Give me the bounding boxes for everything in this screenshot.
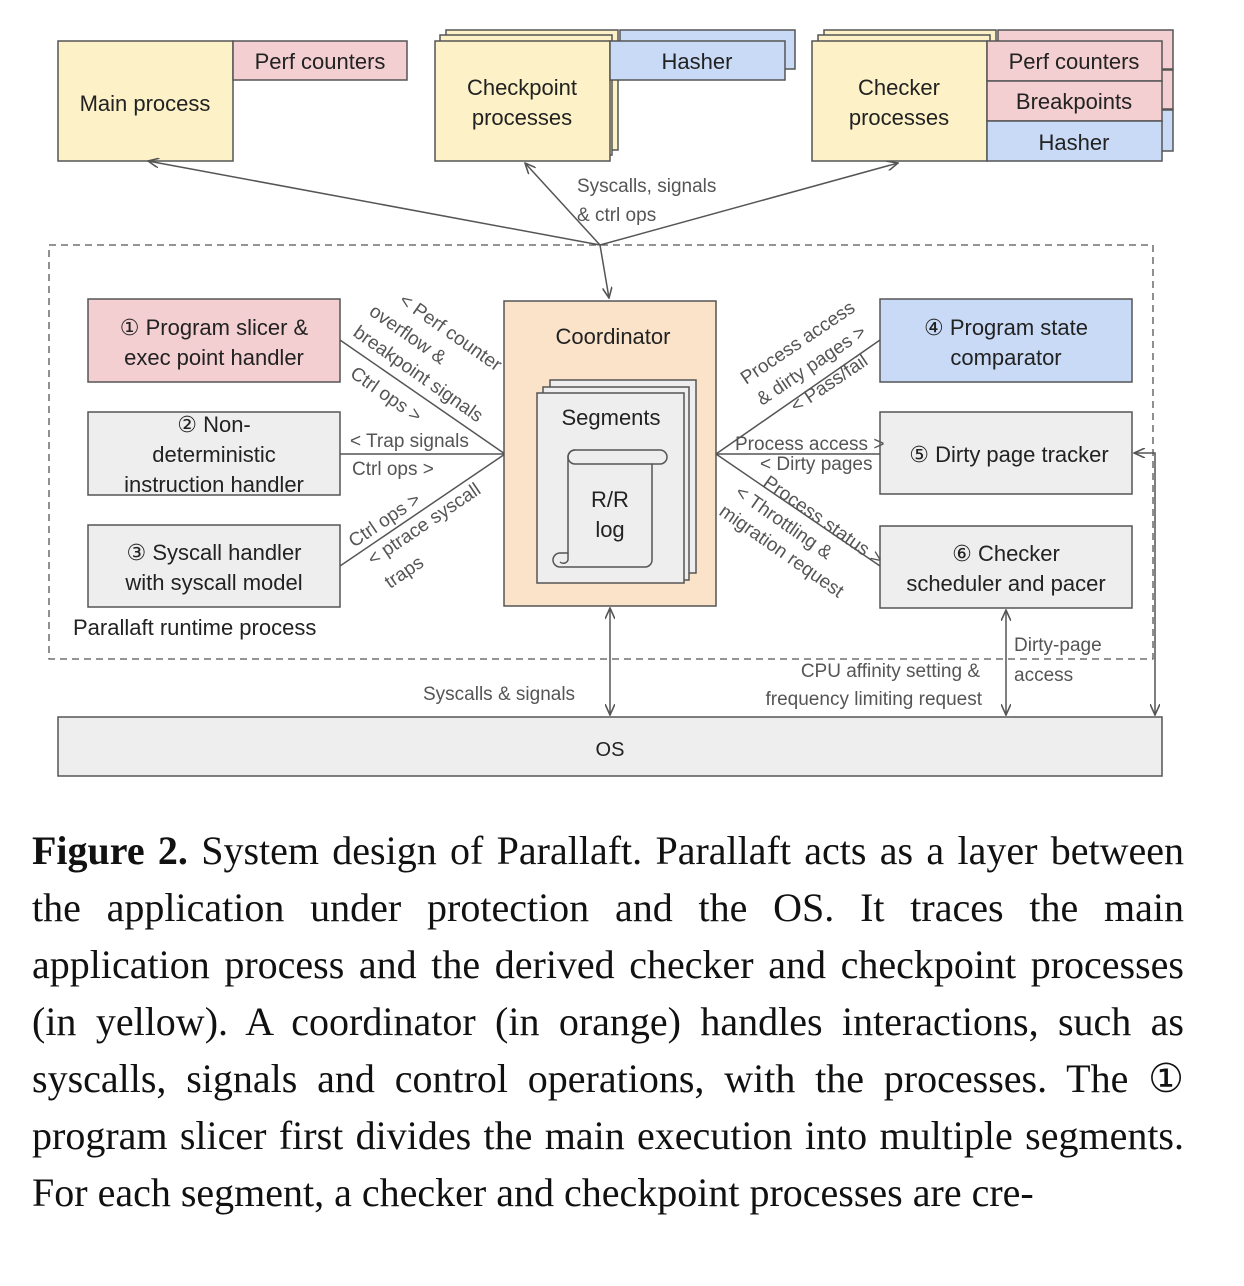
module-nondeterministic-handler: ② Non- deterministic instruction handler [87,411,341,497]
os-connectors [610,453,1155,715]
nondet-handler-line2: deterministic [152,442,275,467]
edge5-label-b: < Dirty pages [760,454,872,475]
module-checker-scheduler: ⑥ Checker scheduler and pacer [879,525,1133,609]
module-dirty-page-tracker: ⑤ Dirty page tracker [879,411,1133,495]
figure-label: Figure 2. [32,828,188,873]
syscall-handler-line1: ③ Syscall handler [126,540,301,565]
main-process-label: Main process [80,91,211,116]
coordinator-connectors [339,339,881,567]
syscalls-signals-label: Syscalls & signals [423,684,575,705]
dirty-page-access-line2: access [1014,665,1073,686]
runtime-process-label: Parallaft runtime process [73,615,316,640]
nondet-handler-line1: ② Non- [177,412,251,437]
checker-breakpoints-label: Breakpoints [1016,89,1132,114]
edge-labels-scheduler: Process status > < Throttling & migratio… [715,472,887,603]
os-box: OS [57,716,1163,777]
system-design-diagram: Main process Perf counters Checkpoint pr… [48,29,1174,777]
checkpoint-hasher-label: Hasher [662,49,733,74]
cpu-affinity-label-line2: frequency limiting request [766,689,983,710]
edge2-label-b: Ctrl ops > [352,459,434,480]
main-perf-counters-label: Perf counters [255,49,386,74]
program-slicer-line1: ① Program slicer & [120,315,309,340]
edge-labels-syscall: Ctrl ops > < ptrace syscall traps [345,479,485,593]
top-link-label-line2: & ctrl ops [577,205,656,226]
module-state-comparator: ④ Program state comparator [879,298,1133,383]
rr-log-label-line1: R/R [591,487,629,512]
top-connectors [148,161,898,298]
state-comparator-line1: ④ Program state [924,315,1088,340]
main-process-group: Main process Perf counters [57,40,408,162]
os-label: OS [596,739,625,761]
figure-caption: Figure 2. System design of Parallaft. Pa… [32,822,1184,1221]
nondet-handler-line3: instruction handler [124,472,304,497]
state-comparator-line2: comparator [950,345,1061,370]
checker-scheduler-line2: scheduler and pacer [906,571,1105,596]
edge-labels-nondet: < Trap signals Ctrl ops > [350,431,469,480]
coordinator-title: Coordinator [556,324,671,349]
top-link-label-line1: Syscalls, signals [577,176,716,197]
checker-scheduler-line1: ⑥ Checker [952,541,1060,566]
checkpoint-processes-group: Checkpoint processes Hasher [434,29,796,162]
checkpoint-label-line2: processes [472,105,572,130]
edge-labels-comparator: Process access & dirty pages > < Pass/fa… [737,297,872,417]
rr-log-scroll-icon [552,449,668,568]
checker-hasher-label: Hasher [1039,130,1110,155]
edge-labels-slicer: < Perf counter overflow & breakpoint sig… [346,290,506,427]
module-program-slicer: ① Program slicer & exec point handler [87,298,341,383]
cpu-affinity-label-line1: CPU affinity setting & [801,661,981,682]
segments-label: Segments [561,405,660,430]
edge2-label-a: < Trap signals [350,431,469,452]
dirty-page-tracker-label: ⑤ Dirty page tracker [909,442,1108,467]
rr-log-label-line2: log [595,517,624,542]
checker-label-line2: processes [849,105,949,130]
dirty-page-access-line1: Dirty-page [1014,635,1102,656]
checker-processes-group: Checker processes Perf counters Breakpoi… [811,29,1174,162]
caption-text: System design of Parallaft. Parallaft ac… [32,828,1184,1215]
edge5-label-a: Process access > [735,434,884,455]
edge-labels-dirty: Process access > < Dirty pages [735,434,884,475]
checker-perf-counters-label: Perf counters [1009,49,1140,74]
program-slicer-line2: exec point handler [124,345,304,370]
checker-label-line1: Checker [858,75,940,100]
module-syscall-handler: ③ Syscall handler with syscall model [87,524,341,608]
coordinator: Coordinator Segments R/R log [503,300,717,607]
syscall-handler-line2: with syscall model [124,570,302,595]
checkpoint-label-line1: Checkpoint [467,75,577,100]
